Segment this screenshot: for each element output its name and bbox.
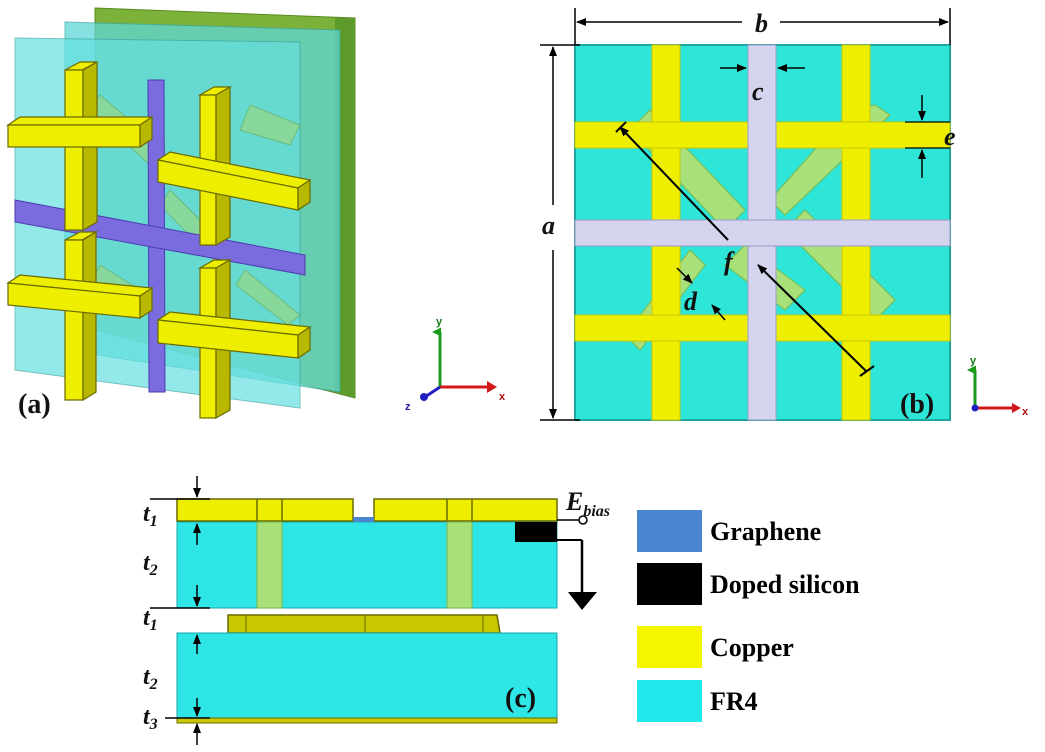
svg-text:z: z xyxy=(405,401,411,413)
dim-f: f xyxy=(724,247,735,276)
graphene-layer xyxy=(353,517,374,522)
axes-triad-b: y x xyxy=(967,355,1029,418)
dim-c: c xyxy=(752,77,764,106)
panel-a: (a) y x z xyxy=(6,7,506,420)
legend-item: Copper xyxy=(637,626,794,668)
via-left xyxy=(256,521,283,609)
legend-item: Doped silicon xyxy=(637,563,860,605)
svg-text:Doped silicon: Doped silicon xyxy=(710,570,860,599)
layer-t1-top: t1 xyxy=(143,501,158,530)
panel-a-label: (a) xyxy=(18,389,51,420)
copper-ground xyxy=(176,717,558,724)
panel-c-label: (c) xyxy=(505,683,536,714)
svg-text:Graphene: Graphene xyxy=(710,517,821,546)
layer-t3: t3 xyxy=(143,704,158,733)
svg-text:Copper: Copper xyxy=(710,633,794,662)
layer-t2-bot: t2 xyxy=(143,664,158,693)
svg-text:y: y xyxy=(436,316,443,328)
axes-triad-a: y x z xyxy=(405,316,506,413)
svg-text:FR4: FR4 xyxy=(710,687,758,716)
dim-e: e xyxy=(944,122,956,151)
silicon-strips xyxy=(574,44,951,421)
panel-b-label: (b) xyxy=(900,389,934,420)
dim-d: d xyxy=(684,287,698,316)
panel-b: b a c e f d (b) y x xyxy=(540,8,1029,421)
fr4-bottom xyxy=(176,632,558,719)
layer-t2-top: t2 xyxy=(143,550,158,579)
legend: Graphene Doped silicon Copper FR4 xyxy=(637,510,860,722)
svg-text:x: x xyxy=(1022,406,1029,418)
doped-silicon xyxy=(515,522,557,542)
panel-c: Ebias t1 t2 t1 t2 t3 (c) xyxy=(143,476,610,745)
legend-item: FR4 xyxy=(637,680,758,722)
legend-swatch-fr4 xyxy=(637,680,702,722)
legend-swatch-copper xyxy=(637,626,702,668)
dim-b: b xyxy=(755,9,768,38)
via-right xyxy=(446,521,473,609)
dim-a: a xyxy=(542,211,555,240)
bias-label: Ebias xyxy=(565,487,610,520)
fr4-top xyxy=(176,521,558,609)
legend-swatch-graphene xyxy=(637,510,702,552)
layer-t1-mid: t1 xyxy=(143,605,158,634)
svg-text:y: y xyxy=(970,355,977,367)
legend-swatch-doped-silicon xyxy=(637,563,702,605)
svg-text:x: x xyxy=(499,391,506,403)
legend-item: Graphene xyxy=(637,510,821,552)
copper-mid xyxy=(227,614,501,634)
copper-crosses xyxy=(6,60,312,420)
